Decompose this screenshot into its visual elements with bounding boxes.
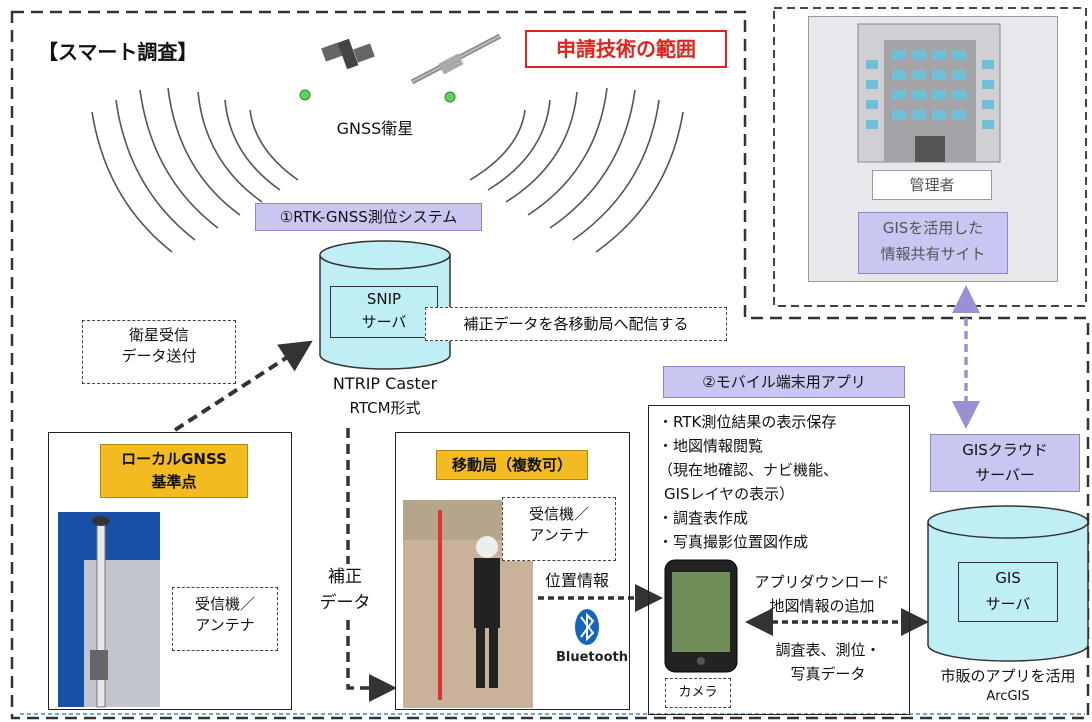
gis-server-box: GIS サーバ [958, 562, 1058, 622]
correction-data-line2: データ [319, 593, 371, 613]
app-download-label: アプリダウンロード 地図情報の追加 [742, 570, 902, 618]
gis-cloud-title: GISクラウド サーバー [930, 434, 1080, 492]
correction-note: 補正データを各移動局へ配信する [425, 307, 727, 341]
local-receiver-label: 受信機／ アンテナ [172, 587, 278, 651]
gis-note-line2: ArcGIS [986, 689, 1030, 704]
snip-server-box: SNIP サーバ [330, 286, 438, 338]
satellite-2 [410, 33, 502, 85]
local-gnss-title: ローカルGNSS 基準点 [100, 444, 248, 498]
feature-3: （現在地確認、ナビ機能、 [658, 461, 839, 479]
upload-label: 調査表、測位・ 写真データ [758, 638, 898, 686]
scope-label: 申請技術の範囲 [525, 30, 727, 68]
mobile-station-title: 移動局（複数可） [436, 450, 588, 480]
rtk-system-label: ①RTK-GNSS測位システム [255, 203, 482, 231]
feature-6: ・写真撮影位置図作成 [658, 533, 809, 551]
satellite-1 [321, 38, 375, 70]
satellite-data-line1: 衛星受信 [128, 326, 189, 344]
feature-1: ・RTK測位結果の表示保存 [658, 413, 837, 431]
mobile-receiver-label: 受信機／ アンテナ [502, 497, 616, 561]
local-receiver-line1: 受信機／ [194, 595, 255, 613]
mobile-station-box [395, 432, 630, 710]
admin-frame [773, 7, 1087, 307]
app-download-line1: アプリダウンロード [754, 573, 890, 591]
app-download-line2: 地図情報の追加 [769, 597, 875, 615]
snip-line2: サーバ [361, 313, 407, 331]
local-gnss-title-line1: ローカルGNSS [121, 450, 227, 468]
local-gnss-station-box [48, 432, 292, 710]
snip-line1: SNIP [366, 290, 402, 308]
mobile-app-box [648, 405, 910, 715]
gis-server-line2: サーバ [985, 595, 1031, 613]
mobile-receiver-line2: アンテナ [529, 526, 589, 544]
camera-label: カメラ [665, 678, 731, 708]
gis-cloud-line2: サーバー [975, 466, 1035, 484]
gis-note-line1: 市販のアプリを活用 [940, 667, 1076, 685]
gnss-satellite-label: GNSS衛星 [336, 119, 414, 138]
local-receiver-line2: アンテナ [195, 616, 255, 634]
local-gnss-photo [58, 512, 160, 708]
ntrip-caster-label: NTRIP Caster [332, 374, 438, 393]
gis-cloud-line1: GISクラウド [962, 441, 1048, 459]
satellite-data-line2: データ送付 [121, 347, 197, 365]
feature-5: ・調査表作成 [658, 509, 749, 527]
gis-cloud-note: 市販のアプリを活用 ArcGIS [928, 665, 1088, 707]
position-info-label: 位置情報 [545, 571, 610, 590]
rtcm-format-label: RTCM形式 [349, 399, 421, 417]
smart-survey-title: 【スマート調査】 [38, 40, 198, 64]
info-share-line1: GISを活用した [882, 219, 984, 237]
info-share-site: GISを活用した 情報共有サイト [858, 212, 1008, 274]
feature-4: GISレイヤの表示） [664, 485, 795, 503]
bluetooth-label: Bluetooth [556, 650, 628, 665]
admin-label: 管理者 [872, 170, 992, 200]
upload-line2: 写真データ [790, 665, 866, 683]
smartphone [664, 559, 738, 673]
feature-2: ・地図情報閲覧 [658, 437, 764, 455]
mobile-receiver-line1: 受信機／ [528, 505, 589, 523]
gis-server-line1: GIS [995, 569, 1021, 587]
scope-frame [10, 10, 1090, 720]
bluetooth-icon [575, 609, 599, 645]
correction-data-line1: 補正 [328, 567, 362, 587]
info-share-line2: 情報共有サイト [880, 245, 986, 263]
correction-data-label: 補正 データ [305, 564, 385, 616]
mobile-app-title: ②モバイル端末用アプリ [663, 366, 905, 398]
satellite-data-note: 衛星受信 データ送付 [82, 320, 236, 384]
local-gnss-title-line2: 基準点 [151, 473, 197, 491]
upload-line1: 調査表、測位・ [775, 641, 881, 659]
